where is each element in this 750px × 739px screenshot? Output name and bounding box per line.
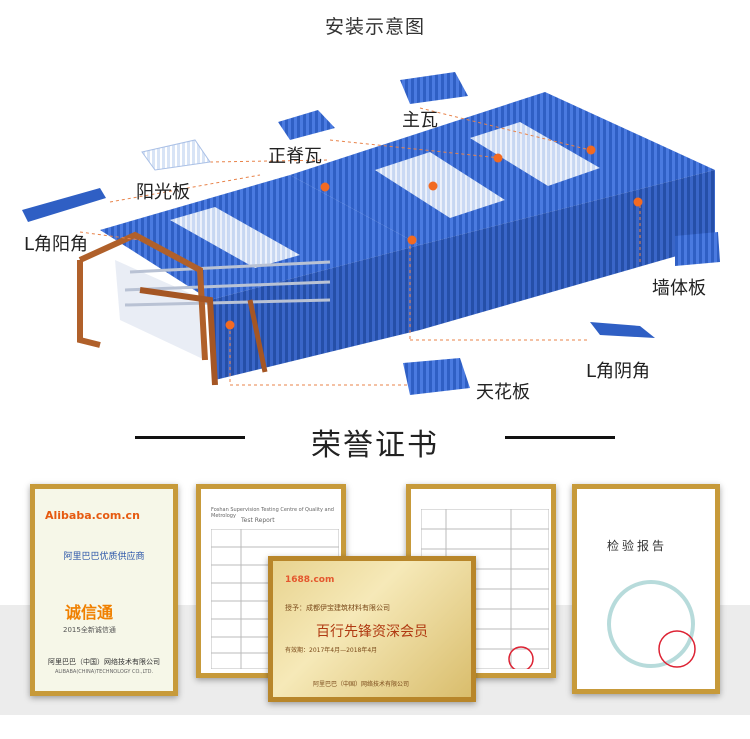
plaque-footer: 阿里巴巴（中国）网络技术有限公司: [313, 681, 410, 688]
alibaba-footer-cn: 阿里巴巴（中国）网络技术有限公司: [48, 658, 160, 666]
l-outer-corner-sample: [22, 188, 106, 222]
cert-alibaba: Alibaba.com.cn 阿里巴巴优质供应商 诚信通 2015全新诚信通 阿…: [30, 484, 178, 696]
ceiling-panel-sample: [403, 358, 470, 395]
plaque-award-line: 授予：成都伊宝建筑材料有限公司: [285, 604, 390, 612]
label-wall-panel: 墙体板: [652, 278, 706, 299]
plaque-title: 百行先锋资深会员: [316, 624, 428, 640]
wall-panel-back: [420, 170, 715, 330]
cxt-year: 2015全新诚信通: [63, 626, 116, 634]
alibaba-logo: Alibaba.com.cn: [45, 509, 140, 522]
cert-inspection-report: 检验报告: [572, 484, 720, 694]
label-skylight-panel: 阳光板: [136, 182, 190, 203]
section-rule-right: [505, 436, 615, 439]
cxt-logo: 诚信通: [65, 603, 114, 622]
section-title: 荣誉证书: [311, 428, 439, 463]
main-tile-sample: [400, 72, 468, 104]
plaque-validity: 有效期：2017年4月—2018年4月: [285, 647, 378, 654]
ridge-tile-sample: [278, 110, 335, 140]
inspection-title: 检验报告: [607, 539, 668, 553]
report-header-2: Test Report: [241, 517, 275, 524]
label-ceiling-panel: 天花板: [476, 382, 530, 403]
l-inner-corner-sample: [590, 322, 655, 338]
label-ridge-tile: 正脊瓦: [268, 146, 322, 167]
wall-panel-sample: [675, 232, 720, 266]
alibaba-footer-en: ALIBABA(CHINA)TECHNOLOGY CO.,LTD.: [54, 669, 154, 675]
roof-installation-diagram: [22, 72, 720, 395]
report-header-1: Foshan Supervision Testing Centre of Qua…: [211, 507, 334, 519]
cert-gold-plaque: 1688.com 授予：成都伊宝建筑材料有限公司 百行先锋资深会员 有效期：20…: [268, 556, 476, 702]
plaque-logo: 1688.com: [285, 575, 335, 585]
main-roof-back: [290, 92, 715, 245]
skylight-sample: [141, 139, 211, 171]
inspection-seal: [607, 580, 696, 668]
alibaba-badge: 阿里巴巴优质供应商: [63, 552, 145, 562]
label-main-tile: 主瓦: [402, 110, 438, 131]
section-rule-left: [135, 436, 245, 439]
label-l-outer-corner: L角阳角: [24, 234, 89, 255]
label-l-inner-corner: L角阴角: [586, 361, 651, 382]
diagram-title: 安装示意图: [324, 16, 425, 38]
